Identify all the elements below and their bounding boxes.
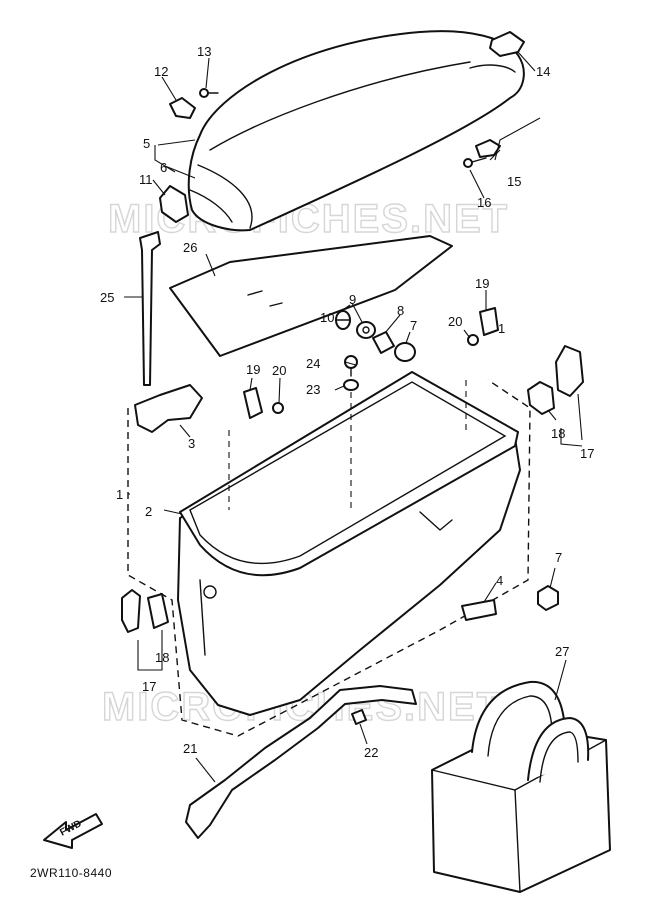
callout-5: 5 bbox=[143, 136, 150, 151]
strap-25 bbox=[139, 231, 161, 386]
callout-21: 21 bbox=[183, 741, 197, 756]
callout-9: 9 bbox=[349, 292, 356, 307]
assembly-outline-1 bbox=[127, 379, 531, 737]
callout-8: 8 bbox=[397, 303, 404, 318]
callout-18-right: 18 bbox=[551, 426, 565, 441]
callout-17-left: 17 bbox=[142, 679, 156, 694]
callout-11: 11 bbox=[139, 172, 153, 187]
callout-1-top: 1 bbox=[498, 321, 505, 336]
callout-22: 22 bbox=[364, 745, 378, 760]
callout-23: 23 bbox=[306, 382, 320, 397]
pad-4 bbox=[461, 599, 497, 621]
rubber-7-lower bbox=[537, 585, 559, 611]
callout-7-top: 7 bbox=[410, 318, 417, 333]
callout-19-mid: 19 bbox=[246, 362, 260, 377]
callout-10: 10 bbox=[320, 310, 334, 325]
callout-4: 4 bbox=[496, 573, 503, 588]
callout-20-top: 20 bbox=[448, 314, 462, 329]
callout-7-bottom: 7 bbox=[555, 550, 562, 565]
latch-17-left bbox=[121, 589, 141, 633]
callout-3: 3 bbox=[188, 436, 195, 451]
saddlebag-lid bbox=[187, 30, 525, 232]
screw-16 bbox=[463, 157, 487, 168]
callouts: 13 12 5 6 11 14 15 16 25 26 9 10 8 7 19 … bbox=[100, 44, 594, 760]
latch-11 bbox=[159, 185, 189, 223]
clip-22 bbox=[351, 709, 367, 725]
callout-20-mid: 20 bbox=[272, 363, 286, 378]
inner-bag-27 bbox=[431, 680, 611, 893]
stay-21 bbox=[185, 685, 417, 839]
screw-13 bbox=[199, 88, 219, 98]
latch-cover-3 bbox=[134, 384, 203, 433]
callout-2: 2 bbox=[145, 504, 152, 519]
callout-18-left: 18 bbox=[155, 650, 169, 665]
fwd-arrow-icon: FWD bbox=[43, 813, 103, 849]
leader-lines bbox=[124, 51, 583, 783]
callout-19-top: 19 bbox=[475, 276, 489, 291]
callout-6: 6 bbox=[160, 160, 167, 175]
liner-26 bbox=[169, 235, 453, 357]
plate-12 bbox=[169, 97, 196, 119]
diagram-code: 2WR110-8440 bbox=[30, 866, 112, 880]
callout-13: 13 bbox=[197, 44, 211, 59]
callout-16: 16 bbox=[477, 195, 491, 210]
callout-25: 25 bbox=[100, 290, 114, 305]
latch-assembly-17 bbox=[527, 345, 584, 415]
saddlebag-body bbox=[177, 371, 521, 716]
latch-base-18-left bbox=[147, 593, 169, 629]
callout-24: 24 bbox=[306, 356, 320, 371]
callout-26: 26 bbox=[183, 240, 197, 255]
callout-15: 15 bbox=[507, 174, 521, 189]
callout-14: 14 bbox=[536, 64, 550, 79]
callout-12: 12 bbox=[154, 64, 168, 79]
callout-27: 27 bbox=[555, 644, 569, 659]
callout-17-right: 17 bbox=[580, 446, 594, 461]
callout-1: 1 bbox=[116, 487, 123, 502]
